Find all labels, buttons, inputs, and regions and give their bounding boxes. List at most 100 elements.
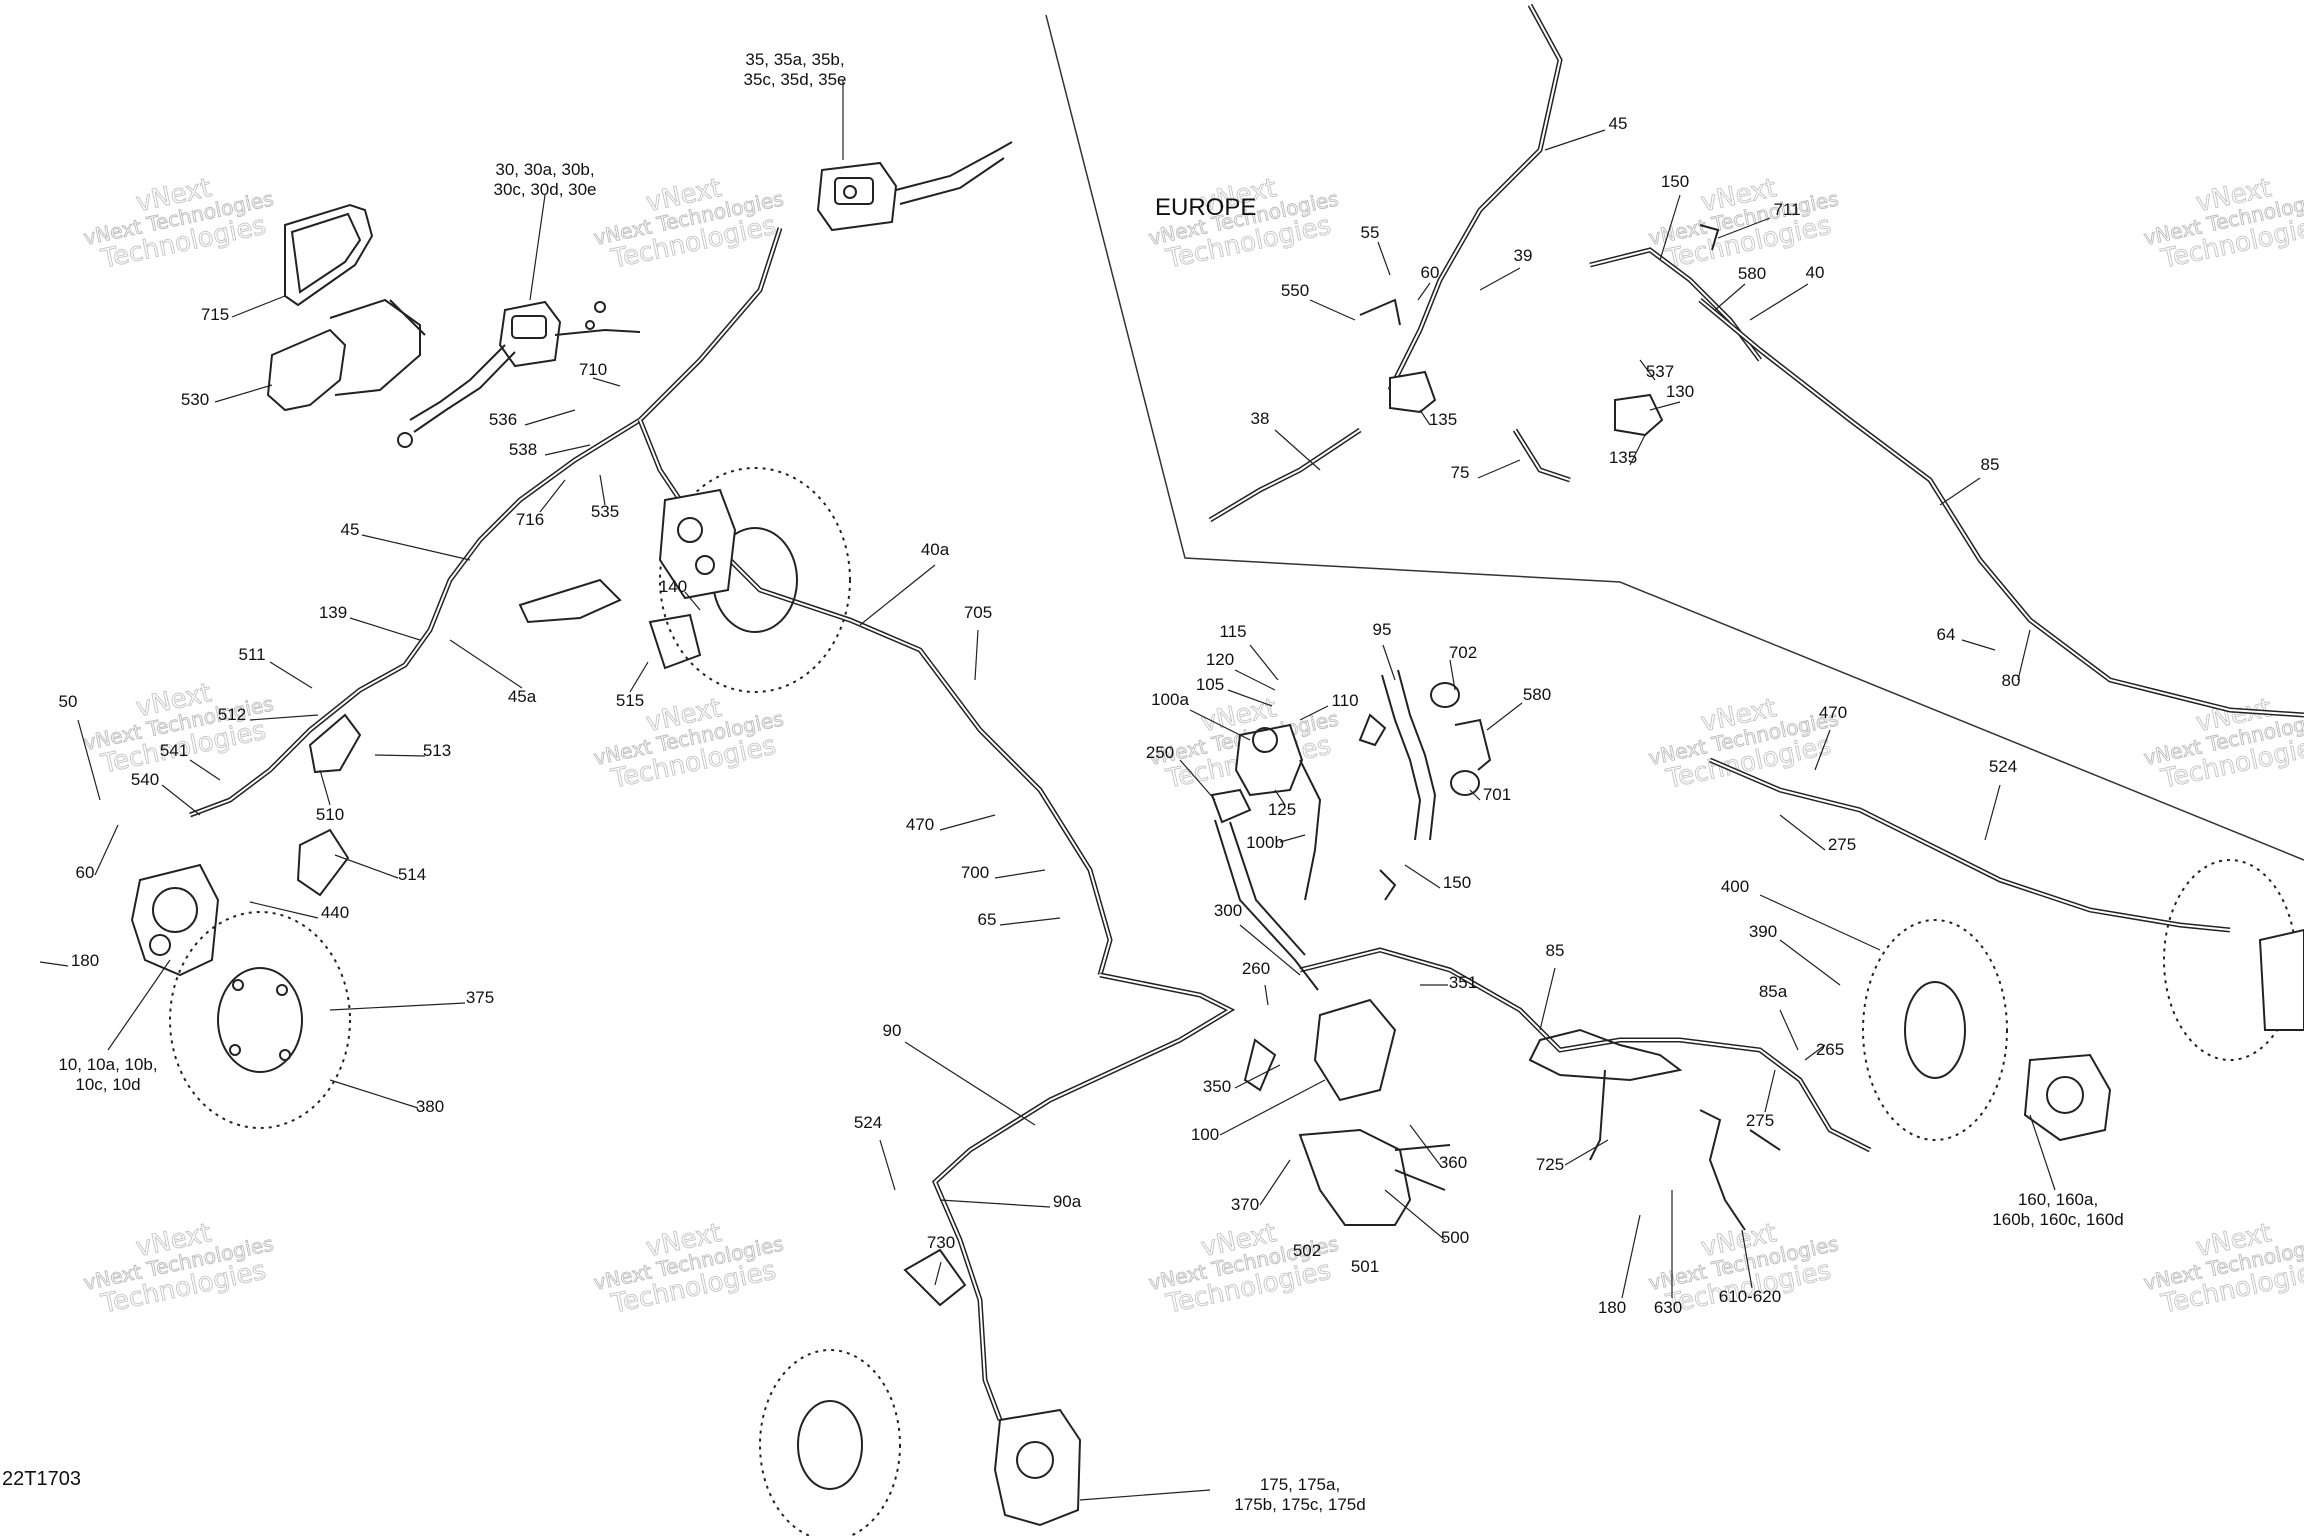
- callout-c11: 139: [319, 603, 347, 622]
- callout-line: 180: [1598, 1298, 1626, 1317]
- callout-c49: 701: [1483, 785, 1511, 804]
- callout-c7: 538: [509, 440, 537, 459]
- callout-c33: 65: [978, 910, 997, 929]
- callout-line: 90a: [1053, 1192, 1082, 1211]
- callout-c3: 715: [201, 305, 229, 324]
- front-left-caliper: [130, 863, 220, 977]
- callout-line: 540: [131, 770, 159, 789]
- callout-line: 35, 35a, 35b,: [745, 50, 844, 69]
- callout-c83: 580: [1738, 264, 1766, 283]
- callout-c51: 150: [1443, 873, 1471, 892]
- callout-line: 10c, 10d: [75, 1075, 140, 1094]
- region-label-europe: EUROPE: [1155, 194, 1256, 221]
- callout-line: 400: [1721, 877, 1749, 896]
- callout-line: 580: [1523, 685, 1551, 704]
- callout-line: 541: [160, 741, 188, 760]
- callout-line: 60: [76, 863, 95, 882]
- callout-c54: 351: [1449, 973, 1477, 992]
- callout-line: 501: [1351, 1257, 1379, 1276]
- callout-line: 700: [961, 863, 989, 882]
- callout-line: 370: [1231, 1195, 1259, 1214]
- callout-line: 80: [2002, 671, 2021, 690]
- callout-c90: 75: [1451, 463, 1470, 482]
- callout-c79: 550: [1281, 281, 1309, 300]
- callout-c19: 510: [316, 805, 344, 824]
- callout-c1: 35, 35a, 35b,35c, 35d, 35e: [743, 50, 846, 89]
- callout-line: 55: [1361, 223, 1380, 242]
- callout-c53: 260: [1242, 959, 1270, 978]
- callout-c74: 524: [1989, 757, 2017, 776]
- callout-line: 350: [1203, 1077, 1231, 1096]
- europe-inset-border: [1045, 14, 2304, 861]
- callout-line: 515: [616, 691, 644, 710]
- callout-c87: 135: [1429, 410, 1457, 429]
- callout-c21: 60: [76, 863, 95, 882]
- callout-c38: 175, 175a,175b, 175c, 175d: [1234, 1475, 1365, 1514]
- callout-line: 45: [1609, 114, 1628, 133]
- callout-c15: 512: [218, 705, 246, 724]
- callout-c34: 90: [883, 1021, 902, 1040]
- callout-labels: 35, 35a, 35b,35c, 35d, 35e 30, 30a, 30b,3…: [58, 50, 2123, 1514]
- callout-c58: 370: [1231, 1195, 1259, 1214]
- callout-line: 100a: [1151, 690, 1189, 709]
- callout-c64: 180: [1598, 1298, 1626, 1317]
- callout-c44: 95: [1373, 620, 1392, 639]
- callout-line: 265: [1816, 1040, 1844, 1059]
- callout-line: 30c, 30d, 30e: [493, 180, 596, 199]
- callout-line: 535: [591, 502, 619, 521]
- callout-line: 550: [1281, 281, 1309, 300]
- callout-c25: 10, 10a, 10b,10c, 10d: [58, 1055, 157, 1094]
- callout-line: 130: [1666, 382, 1694, 401]
- callout-c2: 30, 30a, 30b,30c, 30d, 30e: [493, 160, 596, 199]
- callout-c23: 180: [71, 951, 99, 970]
- callout-line: 150: [1661, 172, 1689, 191]
- callout-line: 630: [1654, 1298, 1682, 1317]
- callout-line: 40: [1806, 263, 1825, 282]
- callout-c86: 130: [1666, 382, 1694, 401]
- callout-line: 536: [489, 410, 517, 429]
- callout-c39: 115: [1219, 622, 1246, 641]
- callout-line: 65: [978, 910, 997, 929]
- callout-line: 105: [1196, 675, 1224, 694]
- callout-line: 701: [1483, 785, 1511, 804]
- rear-caliper-and-disc: [759, 1248, 1082, 1536]
- callout-line: 512: [218, 705, 246, 724]
- callout-line: 514: [398, 865, 426, 884]
- callout-c70: 400: [1721, 877, 1749, 896]
- callout-c59: 360: [1439, 1153, 1467, 1172]
- callout-line: 524: [1989, 757, 2017, 776]
- callout-c37: 730: [927, 1233, 955, 1252]
- callout-c63: 725: [1536, 1155, 1564, 1174]
- callout-c66: 610-620: [1719, 1287, 1781, 1306]
- callout-line: 39: [1514, 246, 1533, 265]
- callout-line: 45: [341, 520, 360, 539]
- callout-line: 470: [906, 815, 934, 834]
- callout-c17: 540: [131, 770, 159, 789]
- callout-line: 711: [1773, 200, 1800, 219]
- callout-c16: 541: [160, 741, 188, 760]
- callout-line: 95: [1373, 620, 1392, 639]
- callout-c55: 85: [1546, 941, 1565, 960]
- callout-line: 440: [321, 903, 349, 922]
- callout-c41: 105: [1196, 675, 1224, 694]
- hand-guard-and-bracket: [266, 203, 426, 412]
- callout-line: 510: [316, 805, 344, 824]
- callout-line: 537: [1646, 362, 1674, 381]
- callout-c82: 711: [1773, 200, 1800, 219]
- callout-line: 115: [1219, 622, 1246, 641]
- callout-line: 125: [1268, 800, 1296, 819]
- abs-module-and-front-disc: [658, 467, 851, 693]
- callout-c47: 250: [1146, 743, 1174, 762]
- callout-line: 60: [1421, 263, 1440, 282]
- callout-c45: 702: [1449, 643, 1477, 662]
- callout-line: 538: [509, 440, 537, 459]
- callout-line: 375: [466, 988, 494, 1007]
- callout-c30: 705: [964, 603, 992, 622]
- europe-inset-components: [1208, 3, 2304, 718]
- callout-c65: 630: [1654, 1298, 1682, 1317]
- callout-line: 140: [659, 577, 687, 596]
- front-left-brake-disc: [169, 911, 351, 1129]
